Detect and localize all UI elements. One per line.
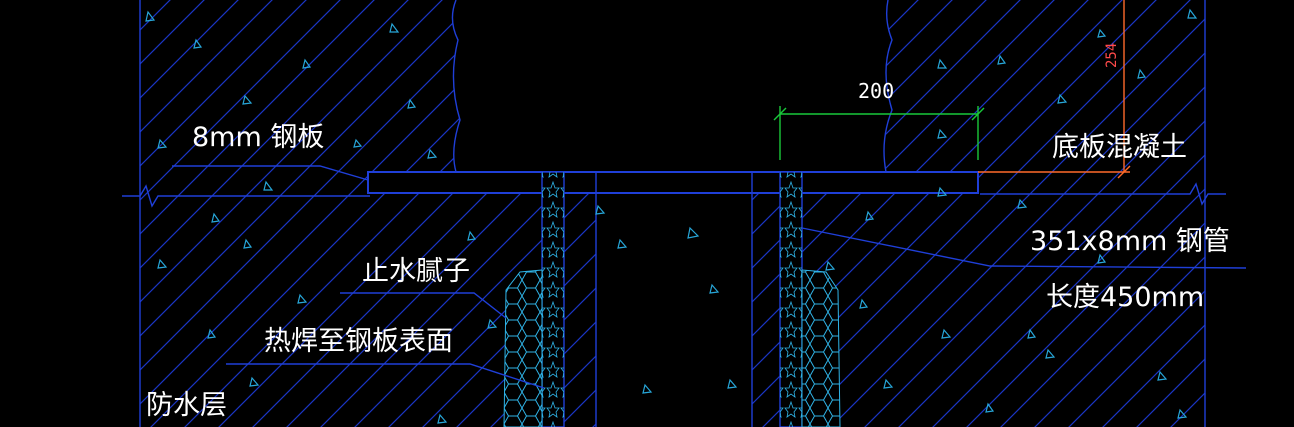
water-putty-left bbox=[503, 269, 543, 427]
steel-plate bbox=[367, 171, 979, 194]
aggregate-marks bbox=[145, 8, 1198, 424]
bottom-slab bbox=[140, 172, 1205, 427]
dimension-200 bbox=[773, 106, 985, 160]
steel-pipe-left-wall bbox=[541, 171, 565, 427]
label-steel-plate: 8mm 钢板 bbox=[192, 122, 324, 153]
upper-right-wall bbox=[883, 0, 1205, 173]
steel-pipe-right-wall bbox=[779, 171, 803, 427]
leader-lines bbox=[172, 165, 1247, 389]
dimension-254-label: 254 bbox=[1104, 43, 1120, 68]
label-slab-concrete: 底板混凝土 bbox=[1052, 132, 1187, 163]
label-waterproof-layer: 防水层 bbox=[146, 390, 227, 421]
dimension-200-label: 200 bbox=[858, 79, 894, 103]
label-heat-weld: 热焊至钢板表面 bbox=[264, 326, 453, 357]
label-steel-pipe: 351x8mm 钢管 bbox=[1030, 226, 1230, 257]
label-pipe-length: 长度450mm bbox=[1046, 282, 1204, 313]
boundary-lines bbox=[139, 0, 1206, 427]
break-lines bbox=[122, 182, 1226, 208]
dimension-254 bbox=[978, 0, 1131, 179]
upper-left-wall bbox=[140, 0, 461, 173]
label-water-putty: 止水腻子 bbox=[362, 256, 470, 287]
water-putty-right bbox=[801, 269, 841, 427]
